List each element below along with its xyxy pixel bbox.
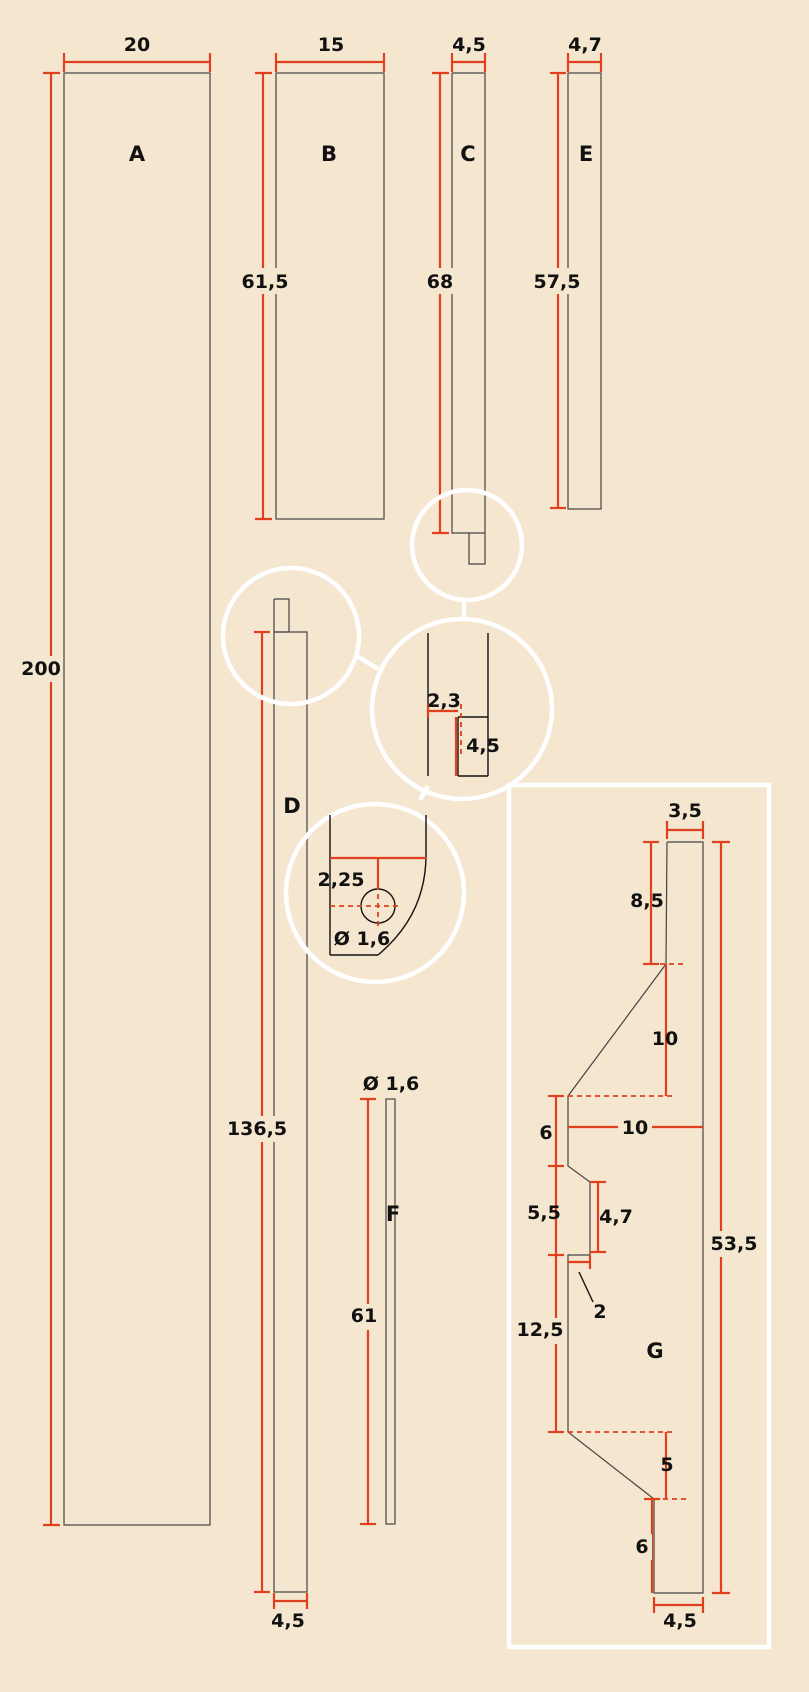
tenon-width: 2,3 xyxy=(427,690,461,712)
g-notch-depth: 4,7 xyxy=(599,1206,633,1228)
hole-diameter: Ø 1,6 xyxy=(334,928,390,950)
g-height-label-bg xyxy=(711,1231,759,1257)
g-left-segment-2: 12,5 xyxy=(517,1319,564,1341)
part-b-length: 61,5 xyxy=(242,271,289,293)
part-e-width: 4,7 xyxy=(568,34,602,56)
g-left-seg2-label-bg xyxy=(517,1318,563,1344)
g-bottom-width: 4,5 xyxy=(663,1610,697,1632)
part-f-length-label-bg xyxy=(350,1304,380,1330)
part-e-label: E xyxy=(579,142,593,166)
g-bottom-taper: 5 xyxy=(660,1454,673,1476)
part-c-length-label-bg xyxy=(424,268,456,294)
part-a-label: A xyxy=(129,142,146,166)
part-d-length: 136,5 xyxy=(227,1118,287,1140)
part-f-label: F xyxy=(386,1202,400,1226)
part-b: B 15 61,5 xyxy=(242,34,386,521)
detail-callouts: 2,3 4,5 2,25 Ø 1,6 xyxy=(220,487,555,985)
detail-circle-d-end xyxy=(220,565,362,707)
part-d-length-label-bg xyxy=(228,1116,288,1142)
part-g-outline xyxy=(567,841,704,1594)
part-a-width: 20 xyxy=(124,34,150,56)
part-e-length-label-bg xyxy=(535,268,581,294)
part-g: G 3,5 53,5 8,5 10 10 6 5,5 xyxy=(506,782,772,1650)
part-a-length-label-bg xyxy=(20,656,62,682)
part-b-length-label-bg xyxy=(244,268,286,294)
part-b-outline xyxy=(275,72,385,520)
part-f-length: 61 xyxy=(351,1305,377,1327)
part-c: C 4,5 68 xyxy=(424,34,487,565)
part-e-length: 57,5 xyxy=(534,271,581,293)
part-a: A 20 200 xyxy=(20,34,212,1527)
part-e: E 4,7 57,5 xyxy=(534,34,603,510)
part-f-diameter: Ø 1,6 xyxy=(363,1073,419,1095)
part-g-label: G xyxy=(646,1339,663,1363)
g-bottom-seg-label-bg xyxy=(632,1534,652,1560)
g-offset-label-bg xyxy=(618,1115,652,1139)
detail-circle-hole xyxy=(283,801,467,985)
part-d-outline xyxy=(273,631,308,1593)
part-c-length: 68 xyxy=(427,271,453,293)
part-f-outline xyxy=(385,1098,396,1525)
part-d-tenon xyxy=(273,598,290,633)
part-a-outline xyxy=(63,72,211,1526)
part-d-label: D xyxy=(283,794,300,818)
tenon-length: 4,5 xyxy=(466,735,500,757)
part-b-width: 15 xyxy=(318,34,344,56)
part-c-outline xyxy=(451,72,486,565)
detail-circle-tenon xyxy=(369,616,555,802)
g-notch-step: 2 xyxy=(593,1301,606,1323)
g-top-width: 3,5 xyxy=(668,800,702,822)
g-offset: 10 xyxy=(622,1117,648,1139)
part-f: F Ø 1,6 61 xyxy=(350,1073,419,1526)
g-notch-height: 5,5 xyxy=(527,1202,561,1224)
hole-offset: 2,25 xyxy=(318,869,365,891)
part-g-frame xyxy=(506,782,772,1650)
g-bottom-segment: 6 xyxy=(635,1536,648,1558)
part-d: D 136,5 4,5 xyxy=(227,598,309,1632)
g-taper: 10 xyxy=(652,1028,678,1050)
g-top-straight: 8,5 xyxy=(630,890,664,912)
g-left-segment-1: 6 xyxy=(539,1122,552,1144)
g-total-height: 53,5 xyxy=(711,1233,758,1255)
part-a-length: 200 xyxy=(21,658,61,680)
part-c-width: 4,5 xyxy=(452,34,486,56)
connector-d-detail xyxy=(355,654,380,671)
g-notch-step-leader xyxy=(578,1271,594,1303)
part-d-width: 4,5 xyxy=(271,1610,305,1632)
part-b-label: B xyxy=(321,142,337,166)
part-c-label: C xyxy=(460,142,475,166)
detail-circle-c-end xyxy=(409,487,525,603)
